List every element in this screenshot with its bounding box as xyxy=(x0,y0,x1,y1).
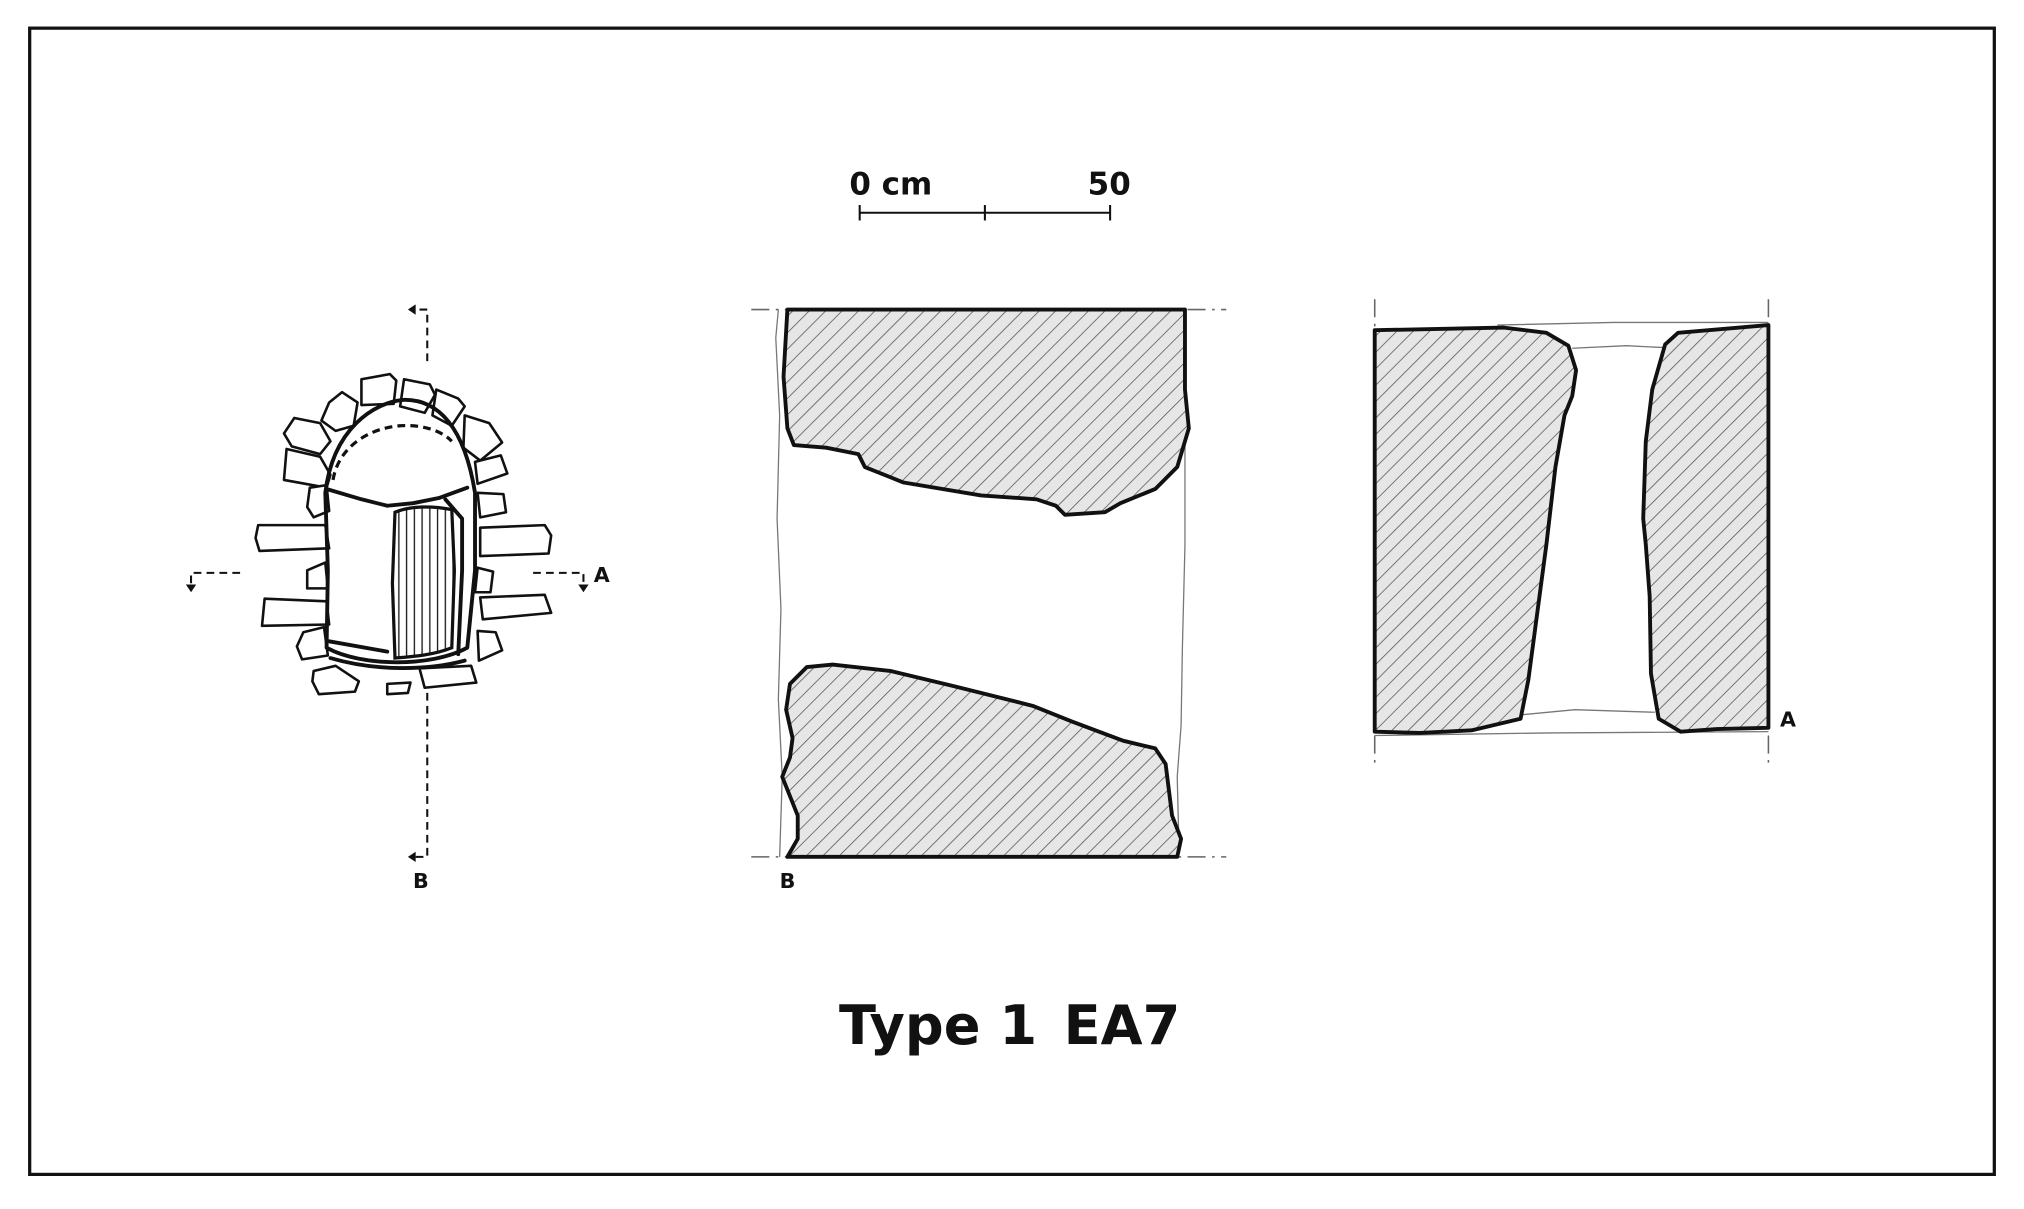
section-b-view: B xyxy=(751,307,1227,893)
section-a-label: A xyxy=(1780,707,1796,731)
plan-view: A B xyxy=(185,304,610,893)
figure-code: EA7 xyxy=(1064,994,1181,1057)
section-b-lower-stone xyxy=(780,662,1184,859)
section-a-right-stone xyxy=(1641,323,1771,734)
plan-stones xyxy=(254,372,553,696)
scale-start-label: 0 cm xyxy=(849,167,932,203)
section-b-label: B xyxy=(780,869,796,893)
section-a-left-stone xyxy=(1372,325,1579,735)
figure-title: Type 1 xyxy=(839,994,1037,1057)
scale-end-label: 50 xyxy=(1088,167,1131,203)
sheet-border xyxy=(28,26,1996,1177)
opening-outline xyxy=(323,397,477,665)
plan-section-b-label: B xyxy=(413,869,429,893)
plan-section-a-label: A xyxy=(594,563,610,587)
section-b-upper-stone xyxy=(781,307,1191,517)
scale-bar: 0 cm 50 xyxy=(849,167,1131,221)
hatched-sill xyxy=(390,505,456,660)
section-a-view: A xyxy=(1372,299,1796,767)
